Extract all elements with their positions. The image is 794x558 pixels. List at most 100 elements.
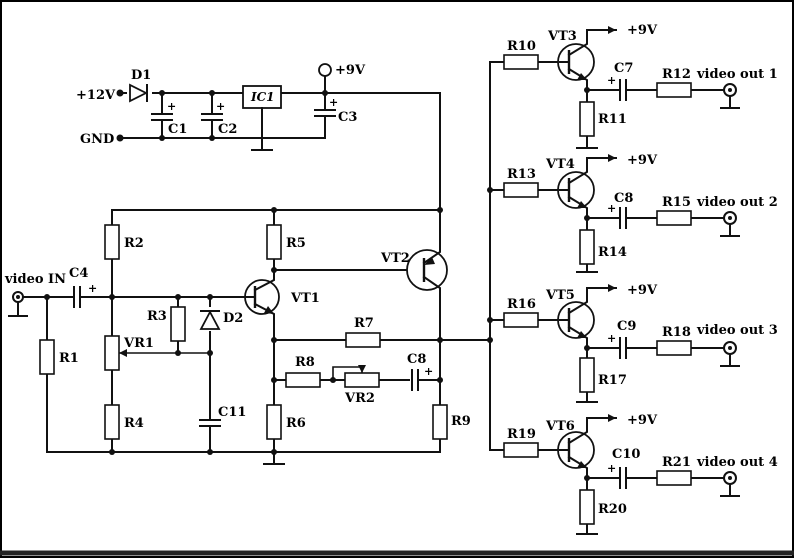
c8-mid-plus: +	[424, 365, 433, 378]
r8-label: R8	[295, 355, 315, 370]
r15-label: R15	[662, 195, 691, 210]
video-in-jack	[8, 291, 28, 317]
r9-label: R9	[451, 414, 471, 429]
vt2-label: VT2	[380, 251, 410, 266]
r2-label: R2	[124, 236, 144, 251]
r21-label: R21	[662, 455, 691, 470]
c9-plus: +	[607, 332, 616, 345]
resistor-r3	[170, 306, 186, 342]
video-in-label: video IN	[4, 272, 66, 287]
resistor-r1	[39, 339, 55, 375]
resistor-r5	[266, 224, 282, 260]
r1-label: R1	[59, 351, 79, 366]
capacitor-c4	[73, 286, 247, 308]
diode-d1	[127, 83, 152, 103]
output-bus	[487, 61, 519, 451]
r16-label: R16	[507, 297, 536, 312]
power-supply-section: +12V GND D1 + C1 + C2	[76, 63, 441, 211]
c8-label: C8	[614, 191, 633, 206]
gnd-label: GND	[80, 132, 114, 147]
d1-label: D1	[131, 68, 151, 83]
plus12v-terminal	[116, 89, 124, 97]
vt5-vcc-label: +9V	[627, 283, 658, 298]
c1-label: C1	[168, 122, 187, 137]
resistor-r8	[285, 372, 321, 388]
vt1-label: VT1	[290, 291, 320, 306]
vt3-vcc-label: +9V	[627, 23, 658, 38]
c4-label: C4	[69, 266, 88, 281]
c7-label: C7	[614, 61, 633, 76]
resistor-r16	[503, 312, 539, 328]
plus9v-label-top: +9V	[335, 63, 366, 78]
resistor-r13	[503, 182, 539, 198]
capacitor-c3	[314, 75, 336, 139]
c4-plus: +	[88, 282, 97, 295]
resistor-r20	[579, 489, 595, 525]
c2-label: C2	[218, 122, 237, 137]
c11-label: C11	[218, 405, 246, 420]
r18-label: R18	[662, 325, 691, 340]
c2-plus: +	[216, 100, 225, 113]
video-out-3-label: video out 3	[696, 323, 778, 338]
ic1-label: IC1	[250, 90, 275, 104]
plus9v-terminal-top	[318, 63, 332, 77]
video-out-1-label: video out 1	[696, 67, 778, 82]
transistor-vt5	[557, 301, 595, 339]
vr2-label: VR2	[344, 391, 375, 406]
capacitor-c11	[199, 419, 221, 427]
vr1-label: VR1	[123, 336, 154, 351]
c8-plus: +	[607, 202, 616, 215]
output-stage-1: R10 VT3 +9V R11 + C7 R12 video out 1	[503, 23, 778, 149]
resistor-r7	[345, 332, 381, 348]
resistor-r21	[656, 470, 692, 486]
resistor-r9	[432, 404, 448, 440]
resistor-r11	[579, 101, 595, 137]
resistor-r4	[104, 404, 120, 440]
r20-label: R20	[598, 502, 627, 517]
transistor-vt2	[406, 209, 448, 453]
video-out-2-label: video out 2	[696, 195, 778, 210]
resistor-r17	[579, 357, 595, 393]
capacitor-c2	[201, 90, 223, 141]
regulator-ic1	[242, 85, 282, 151]
c3-plus: +	[329, 96, 338, 109]
vt4-label: VT4	[545, 157, 575, 172]
output-stage-4: R19 VT6 +9V R20 + C10 R21 video out 4	[503, 413, 778, 535]
plus12v-label: +12V	[76, 88, 116, 103]
c3-label: C3	[338, 110, 357, 125]
r7-label: R7	[354, 316, 374, 331]
c10-label: C10	[612, 447, 640, 462]
vt3-label: VT3	[547, 29, 577, 44]
r12-label: R12	[662, 67, 691, 82]
video-out-4-label: video out 4	[696, 455, 778, 470]
resistor-r12	[656, 82, 692, 98]
input-stage: video IN C4 + R1 R2 VR1 R4 R3	[4, 207, 491, 465]
c1-plus: +	[167, 100, 176, 113]
resistor-r14	[579, 229, 595, 265]
c7-plus: +	[607, 74, 616, 87]
vt4-vcc-label: +9V	[627, 153, 658, 168]
transistor-vt4	[557, 171, 595, 209]
c10-plus: +	[607, 462, 616, 475]
resistor-r6	[266, 404, 282, 440]
capacitor-c1	[151, 90, 173, 141]
capacitor-c8-mid	[410, 368, 441, 392]
r5-label: R5	[286, 236, 306, 251]
output-stage-3: R16 VT5 +9V R17 + C9 R18 video out 3	[503, 283, 778, 403]
resistor-r18	[656, 340, 692, 356]
vt6-label: VT6	[545, 419, 575, 434]
r13-label: R13	[507, 167, 536, 182]
vt5-label: VT5	[545, 288, 575, 303]
transistor-vt6	[557, 431, 595, 469]
resistor-r15	[656, 210, 692, 226]
r3-label: R3	[147, 309, 167, 324]
r10-label: R10	[507, 39, 536, 54]
r6-label: R6	[286, 416, 306, 431]
resistor-r19	[503, 442, 539, 458]
r19-label: R19	[507, 427, 536, 442]
c9-label: C9	[617, 319, 636, 334]
potentiometer-vr2	[344, 372, 380, 388]
